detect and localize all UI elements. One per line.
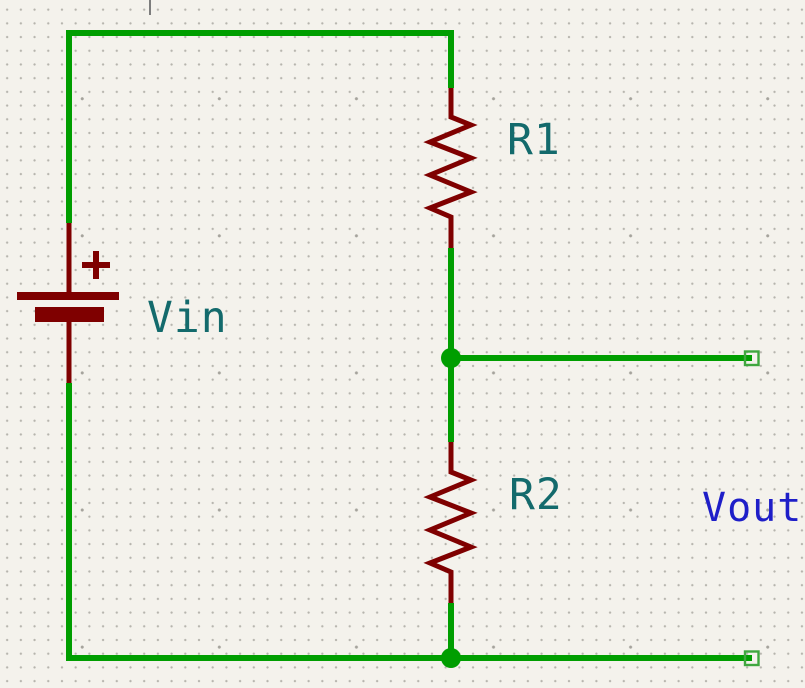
battery-symbol[interactable] <box>17 223 119 383</box>
battery-plus-icon <box>82 251 110 279</box>
resistor-r2-reference-label[interactable]: R2 <box>509 470 563 520</box>
resistor-r1-reference-label[interactable]: R1 <box>507 115 561 165</box>
unconnected-end-marker-vout <box>743 350 760 367</box>
resistor-r1-symbol[interactable] <box>423 88 478 248</box>
resistor-r2-symbol[interactable] <box>423 442 478 603</box>
battery-value-label[interactable]: Vin <box>147 293 228 343</box>
unconnected-end-marker-bottom <box>743 650 760 667</box>
net-label-vout[interactable]: Vout <box>702 485 803 531</box>
battery-negative-plate <box>35 307 104 322</box>
junction-dot-bottom[interactable] <box>441 648 461 668</box>
battery-positive-plate <box>17 292 119 300</box>
junction-dot-middle[interactable] <box>441 348 461 368</box>
